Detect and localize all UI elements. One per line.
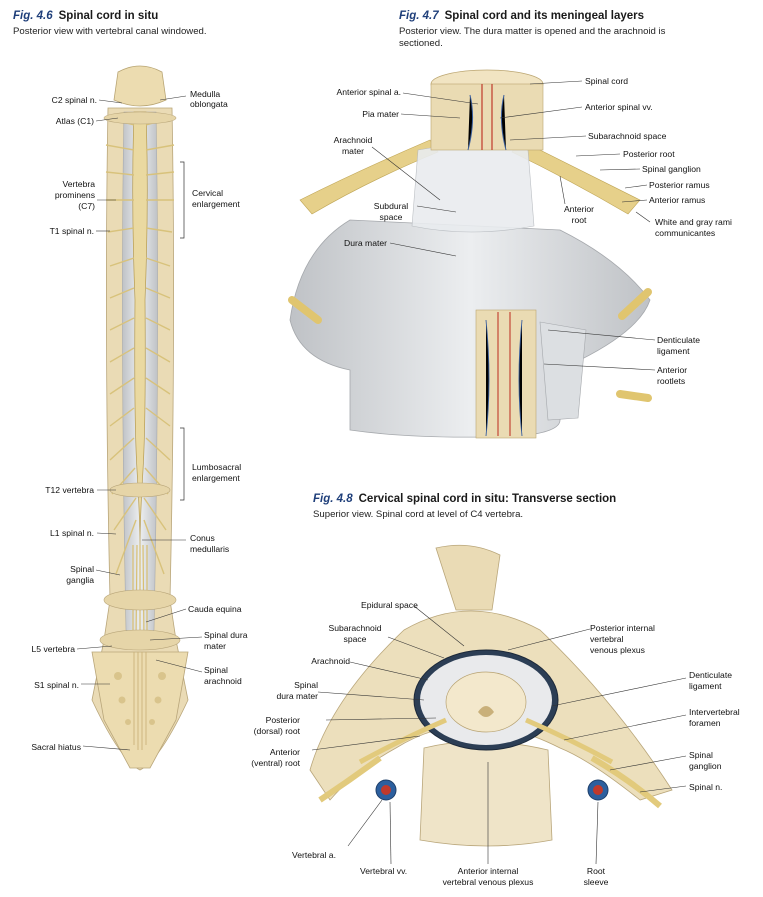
label-medulla-1: Medulla bbox=[190, 89, 221, 99]
label-denticulate-1: Denticulate bbox=[657, 335, 700, 345]
label-anterior-rootlets-2: rootlets bbox=[657, 376, 686, 386]
label-vertebral-vv: Vertebral vv. bbox=[360, 866, 408, 876]
label-spinal-ganglion-48-2: ganglion bbox=[689, 761, 722, 771]
label-vertebra-prominens-1: Vertebra bbox=[62, 179, 96, 189]
label-root-sleeve-1: Root bbox=[586, 866, 606, 876]
label-anterior-spinal-a: Anterior spinal a. bbox=[336, 87, 402, 97]
fig48-title: Cervical spinal cord in situ: Transverse… bbox=[358, 493, 617, 505]
label-rami-1: White and gray rami bbox=[655, 217, 732, 227]
label-denticulate-ligament-1: Denticulate bbox=[689, 670, 732, 680]
label-subarachnoid-space: Subarachnoid space bbox=[588, 131, 667, 141]
label-anterior-ramus: Anterior ramus bbox=[649, 195, 706, 205]
label-spinal-arachnoid-1: Spinal bbox=[204, 665, 228, 675]
fig46-illustration bbox=[76, 65, 203, 771]
fig47-illustration bbox=[288, 69, 656, 439]
label-lumbosacral-2: enlargement bbox=[192, 473, 240, 483]
label-arachnoid-mater-1: Arachnoid bbox=[333, 135, 373, 145]
label-root-sleeve-2: sleeve bbox=[583, 877, 609, 887]
label-spinal-dura-mater-2: dura mater bbox=[276, 691, 318, 701]
label-foramen-1: Intervertebral bbox=[689, 707, 740, 717]
label-atlas: Atlas (C1) bbox=[55, 116, 94, 126]
fig46-subtitle: Posterior view with vertebral canal wind… bbox=[13, 26, 207, 37]
fig46-number: Fig. 4.6 bbox=[13, 10, 53, 22]
label-spinal-dura-1: Spinal dura bbox=[204, 630, 248, 640]
label-arachnoid-mater-2: mater bbox=[342, 146, 364, 156]
label-subarachnoid-2: space bbox=[343, 634, 367, 644]
label-anterior-root-1: Anterior bbox=[269, 747, 300, 757]
label-lumbosacral-1: Lumbosacral bbox=[192, 462, 242, 472]
label-rami-2: communicantes bbox=[655, 228, 716, 238]
fig47-subtitle-2: sectioned. bbox=[399, 38, 443, 49]
label-sacral-hiatus: Sacral hiatus bbox=[31, 742, 81, 752]
label-spinal-arachnoid-2: arachnoid bbox=[204, 676, 242, 686]
label-dura-mater: Dura mater bbox=[344, 238, 387, 248]
label-posterior-root-1: Posterior bbox=[265, 715, 300, 725]
label-ant-plexus-2: vertebral venous plexus bbox=[442, 877, 534, 887]
label-anterior-rootlets-1: Anterior bbox=[657, 365, 688, 375]
fig47-title: Spinal cord and its meningeal layers bbox=[444, 10, 645, 22]
label-vertebra-prominens-2: prominens bbox=[54, 190, 95, 200]
fig48-subtitle: Superior view. Spinal cord at level of C… bbox=[313, 509, 524, 520]
label-cervical-2: enlargement bbox=[192, 199, 240, 209]
label-posterior-root: Posterior root bbox=[623, 149, 675, 159]
label-epidural-space: Epidural space bbox=[361, 600, 418, 610]
label-ant-plexus-1: Anterior internal bbox=[457, 866, 519, 876]
label-conus-1: Conus bbox=[190, 533, 215, 543]
fig48-illustration bbox=[309, 544, 687, 865]
label-t1-spinal-n: T1 spinal n. bbox=[49, 226, 94, 236]
label-cervical-1: Cervical bbox=[192, 188, 224, 198]
label-foramen-2: foramen bbox=[689, 718, 721, 728]
label-spinal-ganglion: Spinal ganglion bbox=[642, 164, 701, 174]
label-medulla-2: oblongata bbox=[190, 99, 228, 109]
label-spinal-cord: Spinal cord bbox=[585, 76, 628, 86]
label-spinal-ganglia-2: ganglia bbox=[66, 575, 94, 585]
label-spinal-n: Spinal n. bbox=[689, 782, 723, 792]
fig47-number: Fig. 4.7 bbox=[399, 10, 439, 22]
label-posterior-root-2: (dorsal) root bbox=[253, 726, 300, 736]
fig46-title: Spinal cord in situ bbox=[58, 10, 159, 22]
label-t12: T12 vertebra bbox=[45, 485, 94, 495]
label-conus-2: medullaris bbox=[190, 544, 230, 554]
label-arachnoid: Arachnoid bbox=[311, 656, 350, 666]
fig48-number: Fig. 4.8 bbox=[313, 493, 353, 505]
label-spinal-dura-2: mater bbox=[204, 641, 226, 651]
label-vertebra-prominens-3: (C7) bbox=[78, 201, 95, 211]
label-anterior-root-2: root bbox=[571, 215, 587, 225]
label-l5: L5 vertebra bbox=[31, 644, 75, 654]
label-post-plexus-2: vertebral bbox=[590, 634, 624, 644]
fig46-heading: Fig. 4.6 Spinal cord in situ bbox=[13, 10, 158, 22]
fig47-subtitle-1: Posterior view. The dura matter is opene… bbox=[399, 26, 666, 37]
label-denticulate-2: ligament bbox=[657, 346, 690, 356]
fig47-heading: Fig. 4.7 Spinal cord and its meningeal la… bbox=[399, 10, 644, 22]
fig48-heading: Fig. 4.8 Cervical spinal cord in situ: Tr… bbox=[313, 493, 616, 505]
label-anterior-root-1: Anterior bbox=[563, 204, 595, 214]
label-denticulate-ligament-2: ligament bbox=[689, 681, 722, 691]
label-spinal-dura-mater-1: Spinal bbox=[294, 680, 318, 690]
label-s1-spinal-n: S1 spinal n. bbox=[34, 680, 79, 690]
label-post-plexus-1: Posterior internal bbox=[590, 623, 655, 633]
label-subdural-2: space bbox=[379, 212, 403, 222]
label-spinal-ganglion-48-1: Spinal bbox=[689, 750, 713, 760]
label-l1-spinal-n: L1 spinal n. bbox=[50, 528, 94, 538]
label-anterior-spinal-vv: Anterior spinal vv. bbox=[585, 102, 653, 112]
label-spinal-ganglia-1: Spinal bbox=[70, 564, 94, 574]
label-pia-mater: Pia mater bbox=[362, 109, 399, 119]
label-subarachnoid-1: Subarachnoid bbox=[328, 623, 382, 633]
label-posterior-ramus: Posterior ramus bbox=[649, 180, 710, 190]
label-anterior-root-2: (ventral) root bbox=[251, 758, 300, 768]
label-vertebral-a: Vertebral a. bbox=[292, 850, 336, 860]
label-subdural-1: Subdural bbox=[373, 201, 409, 211]
label-c2-spinal-n: C2 spinal n. bbox=[51, 95, 97, 105]
label-cauda-equina: Cauda equina bbox=[188, 604, 242, 614]
label-post-plexus-3: venous plexus bbox=[590, 645, 645, 655]
